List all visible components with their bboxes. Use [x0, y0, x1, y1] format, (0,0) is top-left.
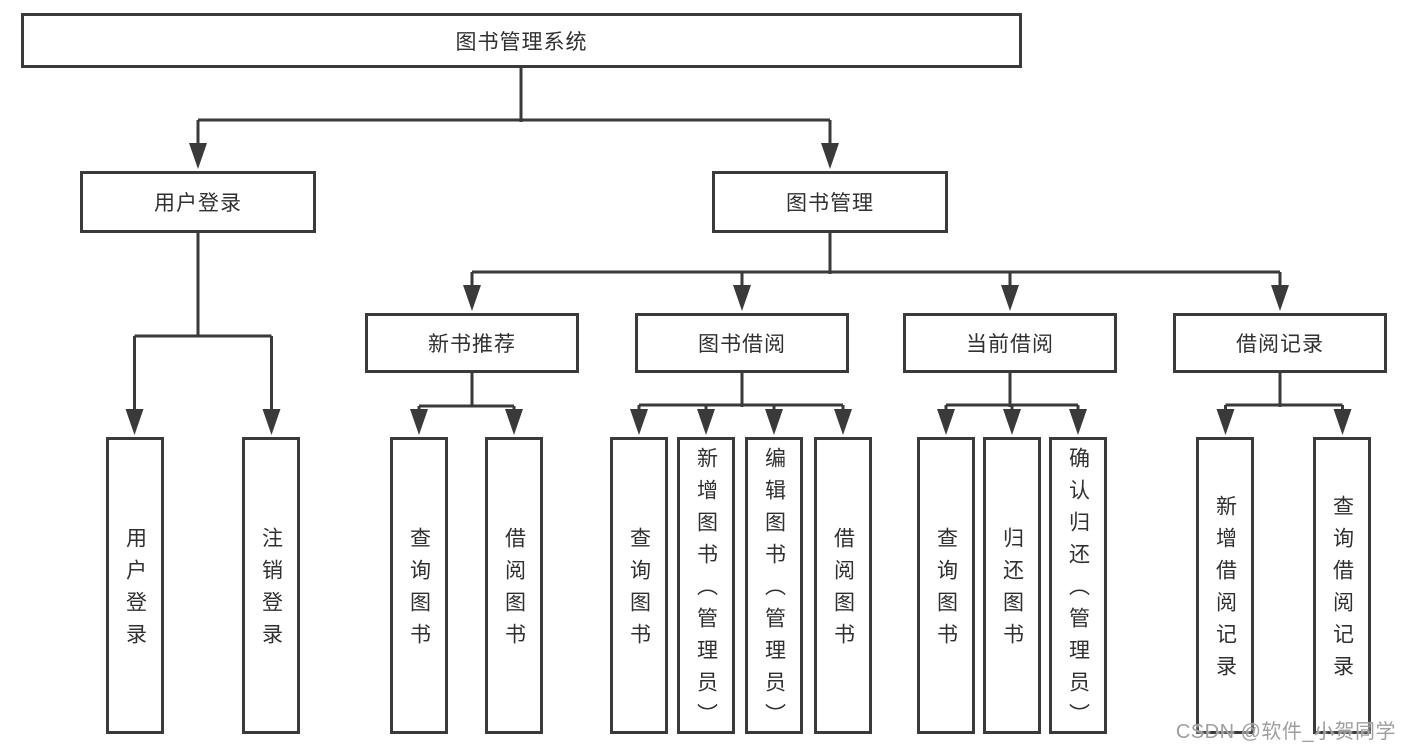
node-new-book-recommend-label: 新书推荐	[428, 333, 516, 356]
node-root: 图书管理系统	[21, 13, 1022, 68]
node-borrow-record: 借阅记录	[1173, 313, 1387, 373]
leaf-query-borrow-record: 查询借阅记录	[1313, 437, 1371, 734]
leaf-edit-book-admin: 编辑图书（管理员）	[745, 437, 803, 735]
leaf-edit-book-admin-label: 编辑图书（管理员）	[762, 447, 786, 735]
leaf-user-login-label: 用户登录	[123, 527, 147, 655]
node-book-management-label: 图书管理	[786, 192, 874, 215]
leaf-query-book-recommend: 查询图书	[390, 437, 448, 734]
leaf-query-book-borrow: 查询图书	[610, 437, 668, 734]
leaf-add-book-admin: 新增图书（管理员）	[677, 437, 735, 735]
node-current-borrow-label: 当前借阅	[966, 333, 1054, 356]
leaf-confirm-return-admin: 确认归还（管理员）	[1049, 437, 1107, 735]
leaf-query-book-recommend-label: 查询图书	[407, 527, 431, 655]
leaf-query-book-current: 查询图书	[917, 437, 975, 734]
leaf-add-borrow-record-label: 新增借阅记录	[1213, 495, 1237, 687]
node-book-borrow: 图书借阅	[635, 313, 849, 373]
leaf-query-borrow-record-label: 查询借阅记录	[1330, 495, 1354, 687]
leaf-add-book-admin-label: 新增图书（管理员）	[694, 447, 718, 735]
connector-path	[133, 68, 1344, 412]
leaf-borrow-book: 借阅图书	[814, 437, 872, 734]
leaf-return-book: 归还图书	[983, 437, 1041, 734]
leaf-logout-label: 注销登录	[259, 527, 283, 655]
leaf-borrow-book-recommend: 借阅图书	[485, 437, 543, 734]
leaf-user-login: 用户登录	[106, 437, 164, 734]
leaf-add-borrow-record: 新增借阅记录	[1196, 437, 1254, 734]
node-book-borrow-label: 图书借阅	[698, 333, 786, 356]
node-current-borrow: 当前借阅	[903, 313, 1117, 373]
leaf-confirm-return-admin-label: 确认归还（管理员）	[1066, 447, 1090, 735]
node-user-login: 用户登录	[80, 171, 316, 233]
node-user-login-label: 用户登录	[154, 192, 242, 215]
leaf-borrow-book-recommend-label: 借阅图书	[502, 527, 526, 655]
leaf-query-book-current-label: 查询图书	[934, 527, 958, 655]
leaf-query-book-borrow-label: 查询图书	[627, 527, 651, 655]
leaf-return-book-label: 归还图书	[1000, 527, 1024, 655]
csdn-watermark: CSDN @软件_小贺同学	[1175, 721, 1396, 743]
arrowheads	[125, 143, 1352, 435]
leaf-borrow-book-label: 借阅图书	[831, 527, 855, 655]
node-borrow-record-label: 借阅记录	[1236, 333, 1324, 356]
node-new-book-recommend: 新书推荐	[365, 313, 579, 373]
node-book-management: 图书管理	[712, 171, 948, 233]
leaf-logout: 注销登录	[242, 437, 300, 734]
node-root-label: 图书管理系统	[455, 30, 588, 54]
